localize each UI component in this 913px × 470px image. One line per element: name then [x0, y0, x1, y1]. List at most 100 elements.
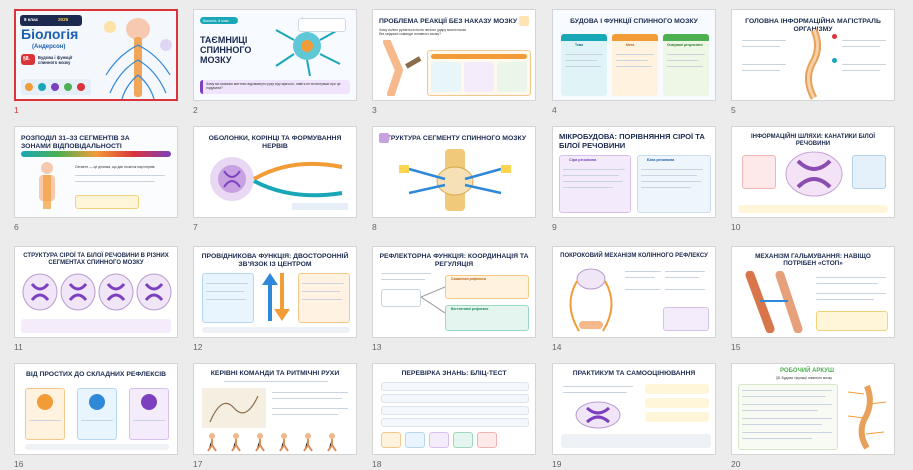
- grade-tag: 8 клас: [24, 17, 39, 22]
- slide-thumb-12[interactable]: Провідникова функція: двосторонній зв'яз…: [193, 246, 363, 352]
- nerve-roots-illustration: [210, 157, 348, 210]
- branch-connector: [421, 286, 445, 314]
- slide-13[interactable]: Рефлекторна функція: координація та регу…: [372, 246, 536, 338]
- slide-number: 19: [552, 459, 562, 469]
- slide-title: Практикум та самооцінювання: [572, 370, 696, 377]
- slide-9[interactable]: Мікробудова: порівняння сірої та білої р…: [552, 126, 716, 218]
- slide-number: 6: [14, 222, 19, 232]
- cross-section-illustration: [785, 151, 843, 197]
- slide-thumb-11[interactable]: Структура сірої та білої речовини в різн…: [14, 246, 184, 352]
- question: Чому ми можемо миттєво відсмикнути руку …: [206, 82, 341, 91]
- slide-number: 18: [372, 459, 382, 469]
- slide-number: 2: [193, 105, 198, 115]
- slide-title: Головна інформаційна магістраль організм…: [745, 18, 881, 33]
- slide-number: 7: [193, 222, 198, 232]
- slide-title: Таємниці спинного мозку: [200, 35, 252, 65]
- slide-thumb-15[interactable]: Механізм гальмування: навіщо потрібен «с…: [731, 246, 901, 352]
- cover-author: (Андерсон): [32, 44, 66, 50]
- slide-title: Перевірка знань: бліц-тест: [401, 370, 507, 377]
- slide-thumb-14[interactable]: Покроковий механізм колінного рефлексу 1…: [552, 246, 722, 352]
- somatic-label: Соматичні рефлекси: [451, 277, 486, 281]
- segment-illustration: [399, 149, 511, 211]
- slide-6[interactable]: Розподіл 31–33 сегментів за зонами відпо…: [14, 126, 178, 218]
- slide-title: Будова і функції спинного мозку: [570, 18, 698, 25]
- slide-number: 17: [193, 459, 203, 469]
- slide-14[interactable]: Покроковий механізм колінного рефлексу: [552, 246, 716, 338]
- slide-title: Структура сірої та білої речовини в різн…: [23, 253, 169, 266]
- slide-19[interactable]: Практикум та самооцінювання: [552, 363, 716, 455]
- sketch-illustration: [202, 388, 266, 428]
- slide-thumb-18[interactable]: Перевірка знань: бліц-тест 18: [372, 363, 542, 469]
- slide-number: 12: [193, 342, 203, 352]
- col-goal: Мета: [626, 43, 635, 47]
- slide-7[interactable]: Оболонки, корінці та формування нервів: [193, 126, 357, 218]
- slide-thumb-10[interactable]: Інформаційні шляхи: канатики білої речов…: [731, 126, 901, 232]
- slide-number: 8: [372, 222, 377, 232]
- slide-thumb-3[interactable]: Проблема реакції без наказу мозку Чому к…: [372, 9, 542, 115]
- slide-15[interactable]: Механізм гальмування: навіщо потрібен «с…: [731, 246, 895, 338]
- slide-number: 3: [372, 105, 377, 115]
- slide-18[interactable]: Перевірка знань: бліц-тест: [372, 363, 536, 455]
- slide-16[interactable]: Від простих до складних рефлексів: [14, 363, 178, 455]
- slide-number: 14: [552, 342, 562, 352]
- reflex-arc-illustration: [569, 268, 613, 332]
- slide-11[interactable]: Структура сірої та білої речовини в різн…: [14, 246, 178, 338]
- slide-title: Покроковий механізм колінного рефлексу: [560, 253, 708, 259]
- spine-illustration: [805, 28, 821, 100]
- slide-number: 20: [731, 459, 741, 469]
- slide-1[interactable]: 8 клас 2025 Біологія (Андерсон) §8. Будо…: [14, 9, 178, 101]
- slide-20[interactable]: Робочий аркуш §8. Будова і функції спинн…: [731, 363, 895, 455]
- chapter-tag: §8.: [23, 56, 30, 62]
- slide-text: Сегмент — це ділянка, що дає початок пар…: [75, 165, 156, 169]
- slide-title: Механізм гальмування: навіщо потрібен «с…: [755, 253, 871, 268]
- spine-illustration: [847, 384, 887, 450]
- slide-thumb-19[interactable]: Практикум та самооцінювання 19: [552, 363, 722, 469]
- slide-thumb-7[interactable]: Оболонки, корінці та формування нервів 7: [193, 126, 363, 232]
- slide-number: 5: [731, 105, 736, 115]
- slide-number: 15: [731, 342, 741, 352]
- slide-title: Розподіл 31–33 сегментів за зонами відпо…: [21, 135, 130, 150]
- slide-thumb-8[interactable]: Структура сегменту спинного мозку 8: [372, 126, 542, 232]
- year-tag: 2025: [58, 17, 69, 22]
- slide-thumb-16[interactable]: Від простих до складних рефлексів 16: [14, 363, 184, 469]
- walking-figures-illustration: [207, 433, 337, 452]
- slide-title: Керівні команди та ритмічні рухи: [210, 370, 340, 377]
- badge: Біологія, 8 клас: [203, 18, 229, 23]
- slide-thumb-13[interactable]: Рефлекторна функція: координація та регу…: [372, 246, 542, 352]
- slide-thumb-17[interactable]: Керівні команди та ритмічні рухи 17: [193, 363, 363, 469]
- grey-matter-label: Сіра речовина: [569, 158, 597, 162]
- slide-title: Провідникова функція: двосторонній зв'яз…: [201, 253, 349, 268]
- vegetative-label: Вегетативні рефлекси: [451, 307, 489, 311]
- slide-title: Від простих до складних рефлексів: [25, 371, 167, 378]
- slide-thumb-20[interactable]: Робочий аркуш §8. Будова і функції спинн…: [731, 363, 901, 469]
- slide-number: 1: [14, 105, 19, 115]
- slide-text: Чому коліно рухається після легкого удар…: [379, 28, 466, 37]
- slide-12[interactable]: Провідникова функція: двосторонній зв'яз…: [193, 246, 357, 338]
- slide-8[interactable]: Структура сегменту спинного мозку: [372, 126, 536, 218]
- slide-thumb-9[interactable]: Мікробудова: порівняння сірої та білої р…: [552, 126, 722, 232]
- slide-17[interactable]: Керівні команди та ритмічні рухи: [193, 363, 357, 455]
- slide-number: 9: [552, 222, 557, 232]
- slide-title: Інформаційні шляхи: канатики білої речов…: [750, 134, 876, 147]
- slide-2[interactable]: Біологія, 8 клас Таємниці спинного мозку…: [193, 9, 357, 101]
- segments-illustration: [22, 273, 172, 311]
- cover-subtitle: Будова і функції спинного мозку: [38, 55, 73, 66]
- muscle-illustration: [745, 271, 803, 333]
- spine-illustration: [104, 18, 172, 99]
- slide-thumb-1[interactable]: 8 клас 2025 Біологія (Андерсон) §8. Будо…: [14, 9, 184, 115]
- body-illustration: [39, 162, 55, 209]
- slide-5[interactable]: Головна інформаційна магістраль організм…: [731, 9, 895, 101]
- slide-number: 16: [14, 459, 24, 469]
- slide-3[interactable]: Проблема реакції без наказу мозку Чому к…: [372, 9, 536, 101]
- slide-thumb-4[interactable]: Будова і функції спинного мозку Тема Мет…: [552, 9, 722, 115]
- slide-thumb-5[interactable]: Головна інформаційна магістраль організм…: [731, 9, 901, 115]
- slide-thumb-6[interactable]: Розподіл 31–33 сегментів за зонами відпо…: [14, 126, 184, 232]
- slide-title: Структура сегменту спинного мозку: [381, 135, 527, 142]
- slide-title: Робочий аркуш: [780, 368, 834, 374]
- slide-10[interactable]: Інформаційні шляхи: канатики білої речов…: [731, 126, 895, 218]
- slide-thumb-2[interactable]: Біологія, 8 клас Таємниці спинного мозку…: [193, 9, 363, 115]
- col-results: Очікувані результати: [667, 43, 703, 47]
- slide-4[interactable]: Будова і функції спинного мозку Тема Мет…: [552, 9, 716, 101]
- slide-subtitle: §8. Будова і функції спинного мозку: [776, 376, 832, 380]
